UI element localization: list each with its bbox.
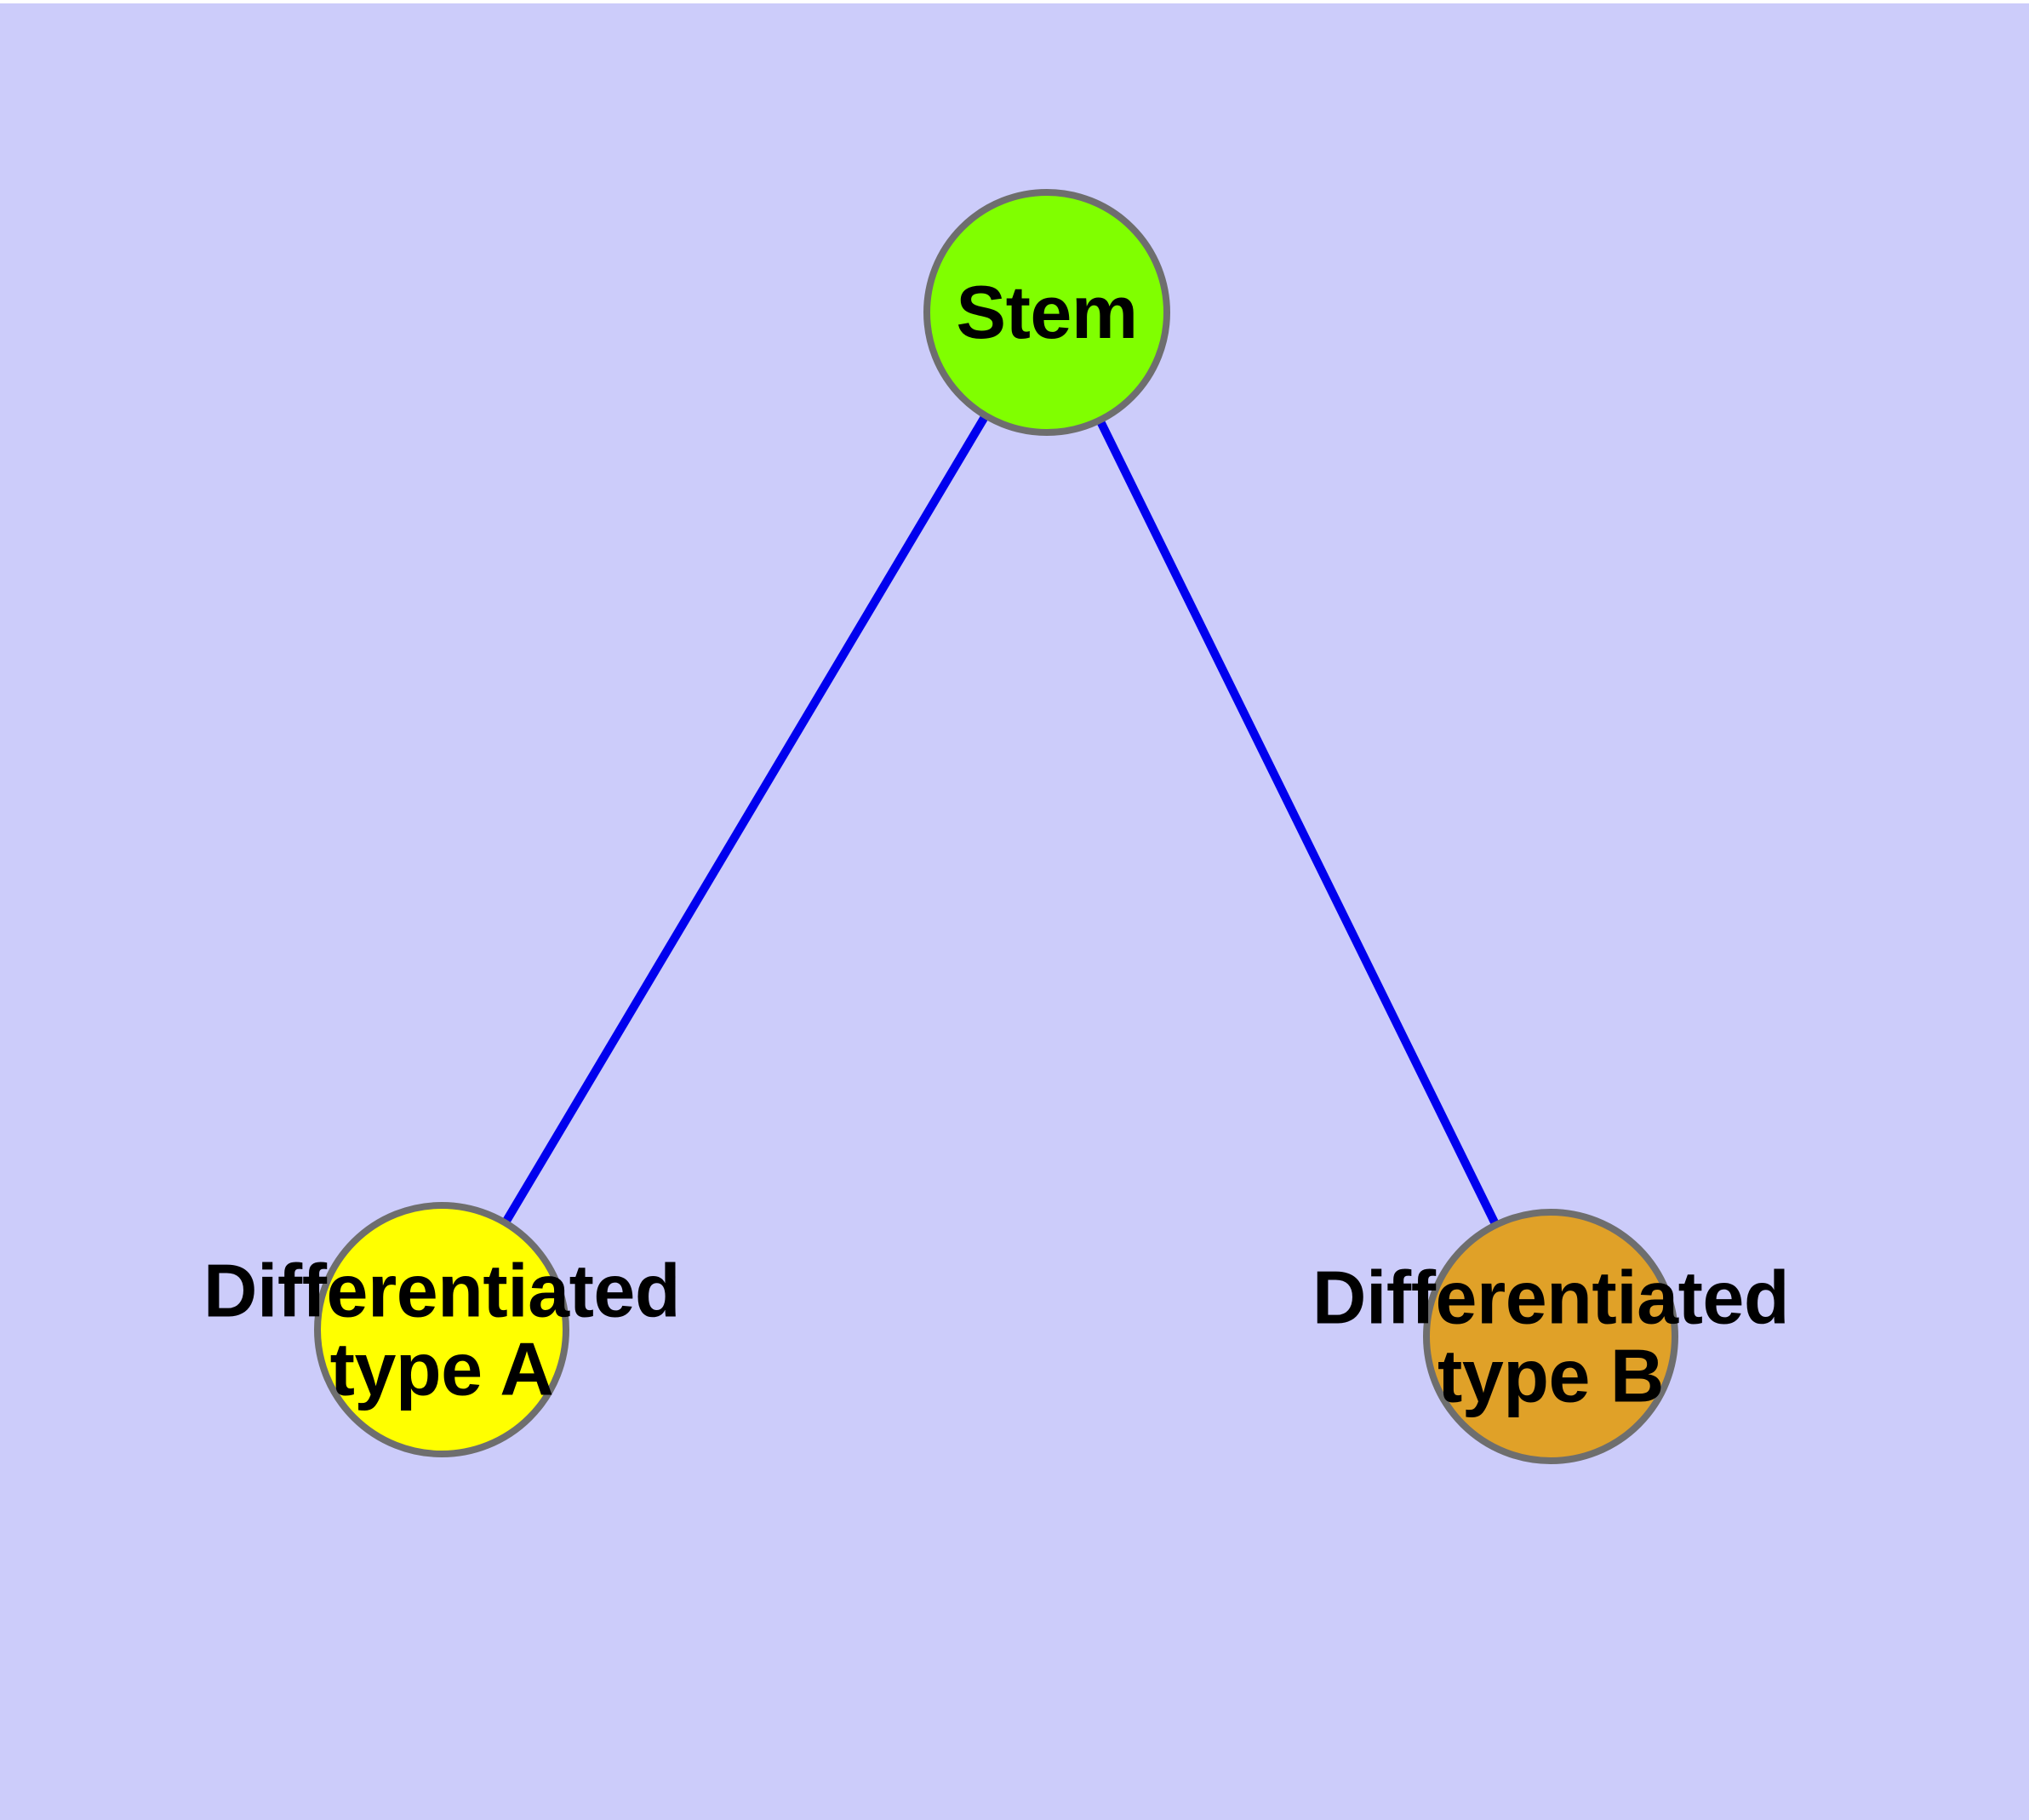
graph-node-diff_b[interactable] xyxy=(1423,1209,1678,1464)
nodes-group xyxy=(314,189,1678,1464)
graph-node-stem[interactable] xyxy=(923,189,1170,436)
graph-node-diff_a[interactable] xyxy=(314,1202,569,1457)
edges-group xyxy=(502,415,1500,1226)
graph-edge-stem-to-diff-a[interactable] xyxy=(502,415,989,1224)
graph-edge-stem-to-diff-b[interactable] xyxy=(1096,420,1500,1226)
